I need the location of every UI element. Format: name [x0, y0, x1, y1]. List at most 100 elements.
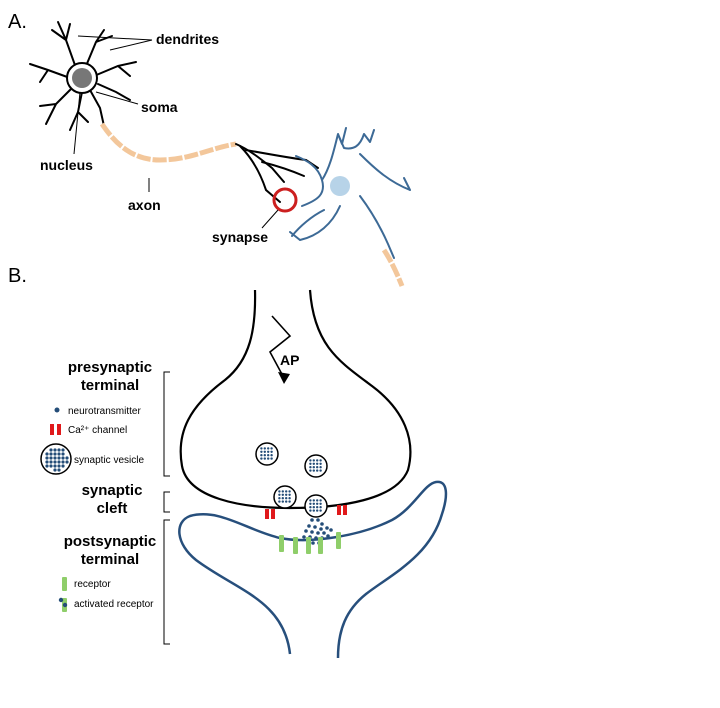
neurotransmitter-dot	[309, 466, 312, 469]
synaptic-vesicle	[255, 442, 279, 466]
neurotransmitter-dot	[316, 462, 319, 465]
neurotransmitter-dot	[278, 497, 281, 500]
neurotransmitter-dot	[309, 469, 312, 472]
ca-channel-icon	[50, 424, 61, 435]
presynaptic-membrane	[179, 289, 412, 510]
neurotransmitter-dot	[260, 447, 263, 450]
label-synapse: synapse	[212, 229, 268, 245]
neurotransmitter-dot	[285, 493, 288, 496]
neurotransmitter-dot	[61, 452, 65, 456]
neurotransmitter-dot	[260, 450, 263, 453]
neurotransmitter-dot	[316, 469, 319, 472]
neurotransmitter-dot	[267, 450, 270, 453]
neurotransmitter-dot	[57, 464, 61, 468]
released-neurotransmitter-dot	[310, 518, 314, 522]
neurotransmitter-dot	[45, 456, 49, 460]
neurotransmitter-dot	[309, 506, 312, 509]
label-dendrites: dendrites	[156, 31, 219, 47]
neurotransmitter-dot	[312, 502, 315, 505]
panel-a-letter: A.	[8, 11, 27, 33]
released-neurotransmitter-dot	[325, 526, 329, 530]
neurotransmitter-dot	[281, 493, 284, 496]
action-potential-arrow	[268, 315, 292, 379]
receptor-icon	[62, 577, 67, 591]
neurotransmitter-dot	[260, 454, 263, 457]
neurotransmitter-dot	[49, 452, 53, 456]
neurotransmitter-dot	[53, 448, 57, 452]
neurotransmitter-dot	[270, 447, 273, 450]
postsynaptic-neuron	[289, 127, 411, 259]
nucleus-grey	[72, 68, 92, 88]
neurotransmitter-dot	[45, 452, 49, 456]
neurotransmitter-dot	[285, 500, 288, 503]
neurotransmitter-dot	[49, 464, 53, 468]
synaptic-vesicle	[304, 494, 328, 518]
ca-channels	[265, 505, 347, 519]
neurotransmitter-dot	[281, 490, 284, 493]
synaptic-vesicle	[304, 454, 328, 478]
released-neurotransmitter-dot	[316, 531, 320, 535]
neurotransmitter-dot	[267, 447, 270, 450]
neurotransmitter-dot	[319, 499, 322, 502]
neurotransmitter-dot	[270, 450, 273, 453]
synapse-circle	[272, 187, 298, 213]
dendrite	[93, 61, 137, 77]
neurotransmitter-dot	[319, 466, 322, 469]
postsynaptic-label-1: postsynaptic	[64, 533, 157, 550]
neurotransmitter-dot	[312, 499, 315, 502]
label-soma: soma	[141, 99, 178, 115]
neurotransmitter-dot	[61, 464, 65, 468]
neurotransmitter-icon	[54, 407, 60, 413]
neurotransmitter-dot	[316, 499, 319, 502]
released-neurotransmitter-dot	[311, 541, 315, 545]
neurotransmitter-dot	[288, 500, 291, 503]
neurotransmitter-dot	[49, 448, 53, 452]
neurotransmitter-dot	[57, 448, 61, 452]
neurotransmitter-dot	[61, 456, 65, 460]
postsynaptic-membrane	[178, 480, 448, 659]
dendrite	[51, 21, 77, 69]
neurotransmitter-dot	[53, 456, 57, 460]
neurotransmitter-dot	[319, 509, 322, 512]
neurotransmitter-dot	[260, 457, 263, 460]
released-neurotransmitter-dot	[310, 530, 314, 534]
neurotransmitter-dot	[65, 460, 69, 464]
vesicle-neurotransmitters	[260, 447, 322, 512]
legend-neurotransmitter: neurotransmitter	[68, 406, 141, 417]
neurotransmitter-dot	[312, 506, 315, 509]
released-neurotransmitters	[302, 518, 333, 545]
presynaptic-label-2: terminal	[81, 377, 139, 394]
postsynaptic-axon	[381, 248, 405, 287]
bracket-cleft	[163, 491, 170, 513]
receptor	[293, 537, 298, 554]
receptor	[336, 532, 341, 549]
neurotransmitter-dot	[53, 452, 57, 456]
arrowhead	[278, 372, 290, 384]
neurotransmitter-dot	[309, 502, 312, 505]
neurotransmitter-dot	[312, 466, 315, 469]
neurotransmitter-dot	[45, 464, 49, 468]
neurotransmitter-dot	[319, 462, 322, 465]
neurotransmitter-dot	[49, 460, 53, 464]
bracket-presynaptic	[163, 371, 170, 477]
presynaptic-label-1: presynaptic	[68, 359, 152, 376]
neurotransmitter-dot	[278, 493, 281, 496]
neurotransmitter-dot	[288, 493, 291, 496]
neurotransmitter-dot	[319, 469, 322, 472]
neurotransmitter-dot	[316, 509, 319, 512]
neurotransmitter-dot	[278, 490, 281, 493]
synaptic-vesicle	[273, 485, 297, 509]
neurotransmitter-dot	[57, 452, 61, 456]
dendrite	[89, 89, 105, 127]
neurotransmitter-dot	[281, 497, 284, 500]
neurotransmitter-dot	[263, 450, 266, 453]
neurotransmitter-dot	[316, 502, 319, 505]
neurotransmitter-dot	[309, 509, 312, 512]
neurotransmitter-dot	[65, 456, 69, 460]
label-lines	[73, 35, 279, 229]
postsynaptic-nucleus	[330, 176, 350, 196]
neurotransmitter-dot	[316, 506, 319, 509]
neurotransmitter-dot	[312, 509, 315, 512]
neurotransmitter-dot	[267, 457, 270, 460]
